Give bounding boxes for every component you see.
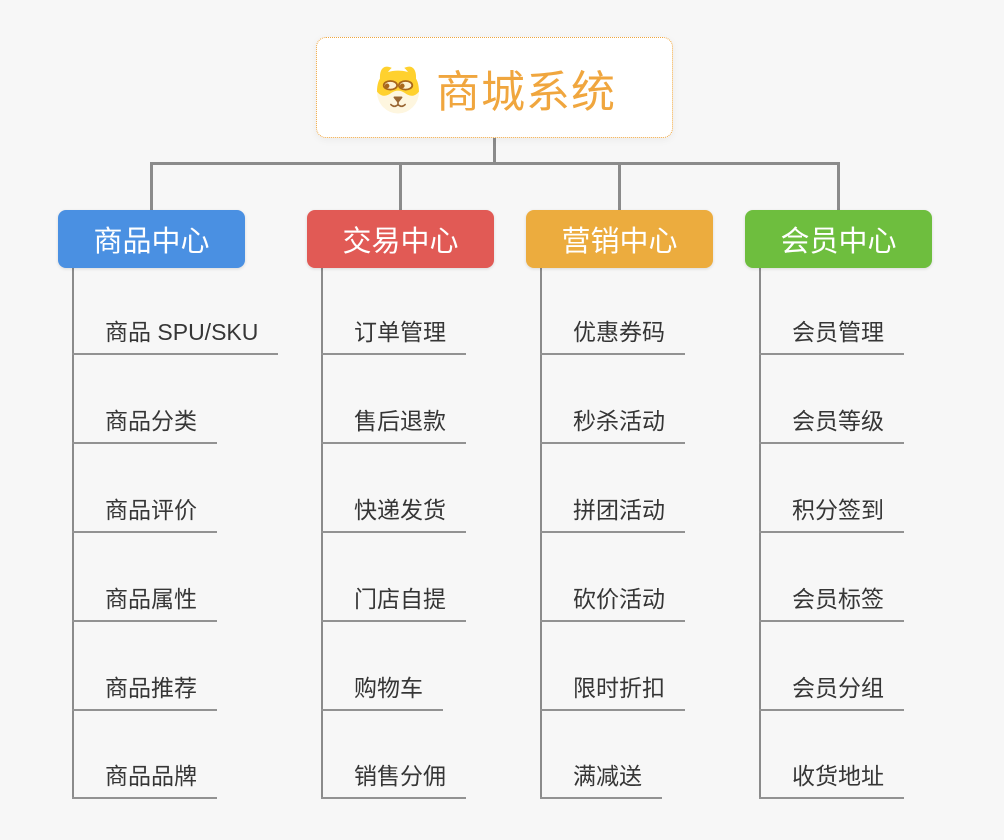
leaf-item[interactable]: 秒杀活动 [540, 408, 685, 444]
dog-face-icon [377, 66, 419, 113]
leaf-item[interactable]: 售后退款 [321, 408, 466, 444]
leaf-item[interactable]: 满减送 [540, 763, 662, 799]
leaf-item[interactable]: 收货地址 [759, 763, 904, 799]
connector-drop [837, 164, 840, 210]
leaf-item[interactable]: 积分签到 [759, 497, 904, 533]
leaf-item[interactable]: 会员分组 [759, 675, 904, 711]
connector-bus [150, 162, 840, 165]
leaf-item[interactable]: 商品属性 [72, 586, 217, 622]
connector-drop [618, 164, 621, 210]
branch-node-marketing-center[interactable]: 营销中心 [526, 210, 713, 268]
leaf-item[interactable]: 商品推荐 [72, 675, 217, 711]
connector-root-stem [493, 138, 496, 164]
root-title: 商城系统 [436, 67, 616, 117]
leaf-item[interactable]: 商品 SPU/SKU [72, 319, 279, 355]
leaf-item[interactable]: 商品评价 [72, 497, 217, 533]
leaf-item[interactable]: 限时折扣 [540, 675, 685, 711]
leaf-item[interactable]: 门店自提 [321, 586, 466, 622]
leaf-item[interactable]: 砍价活动 [540, 586, 685, 622]
connector-drop [399, 164, 402, 210]
leaf-item[interactable]: 会员标签 [759, 586, 904, 622]
leaf-item[interactable]: 销售分佣 [321, 763, 466, 799]
branch-node-member-center[interactable]: 会员中心 [745, 210, 932, 268]
leaf-item[interactable]: 优惠券码 [540, 319, 685, 355]
leaf-item[interactable]: 订单管理 [321, 319, 466, 355]
connector-drop [150, 164, 153, 210]
leaf-item[interactable]: 会员等级 [759, 408, 904, 444]
connector-trunk [759, 267, 761, 799]
leaf-item[interactable]: 购物车 [321, 675, 443, 711]
connector-trunk [540, 267, 542, 799]
leaf-item[interactable]: 拼团活动 [540, 497, 685, 533]
connector-trunk [72, 267, 74, 799]
leaf-item[interactable]: 快递发货 [321, 497, 466, 533]
branch-node-trade-center[interactable]: 交易中心 [307, 210, 494, 268]
connector-trunk [321, 267, 323, 799]
leaf-item[interactable]: 商品品牌 [72, 763, 217, 799]
leaf-item[interactable]: 商品分类 [72, 408, 217, 444]
root-node[interactable]: 商城系统 [316, 37, 673, 138]
branch-node-product-center[interactable]: 商品中心 [58, 210, 245, 268]
leaf-item[interactable]: 会员管理 [759, 319, 904, 355]
